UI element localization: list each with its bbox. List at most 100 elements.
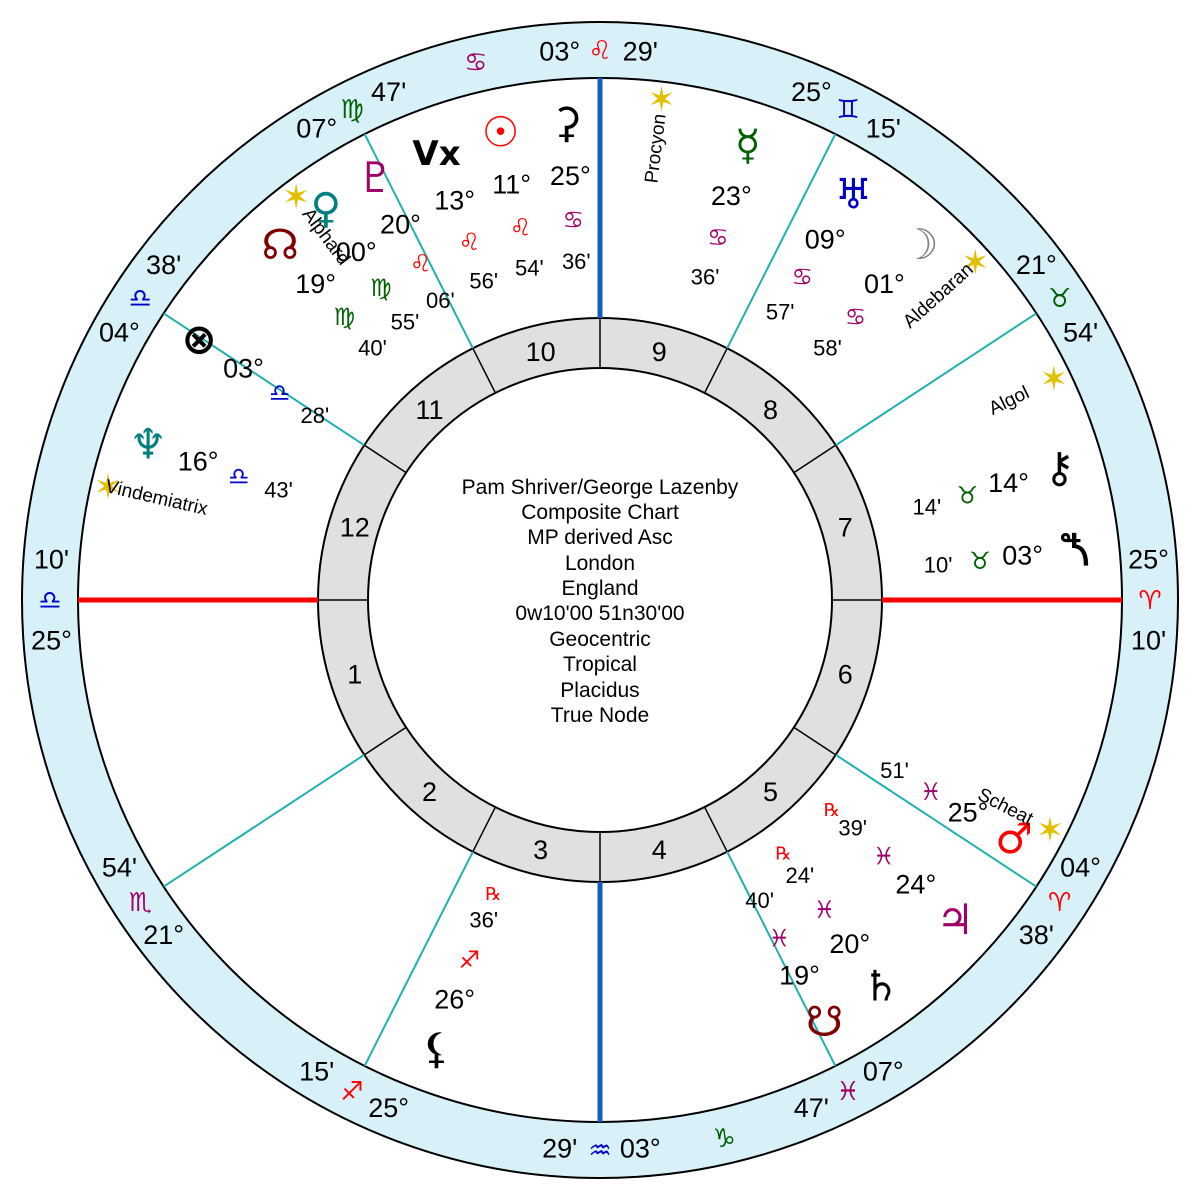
south-node-degree: 19° (779, 960, 820, 990)
cusp-line-2 (163, 753, 365, 888)
moon-minutes: 58' (813, 335, 842, 360)
house-cusp-lines (163, 133, 1037, 1067)
mars-sign-icon: ♓ (920, 778, 942, 806)
jupiter-sign-icon: ♓ (873, 843, 895, 871)
saturn-degree: 20° (829, 929, 870, 959)
planet-north-node: ☊19° ♍40' (261, 220, 386, 361)
cusp-9-minutes: 15' (866, 114, 901, 144)
info-line-8: Tropical (563, 653, 637, 676)
jupiter-degree: 24° (895, 869, 936, 899)
cusp-5-minutes: 47' (794, 1093, 829, 1123)
house-number-5: 5 (763, 777, 778, 807)
chiron-like-point-degree: 25° (550, 161, 591, 191)
cusp-line-8 (835, 312, 1037, 447)
pluto-icon: ♇ (357, 153, 395, 202)
house-number-4: 4 (652, 835, 667, 865)
neptune-degree: 16° (178, 447, 219, 477)
moon-degree: 01° (864, 269, 905, 299)
cusp-9-degree: 25° (791, 77, 832, 107)
mercury-sign-icon: ♋ (707, 224, 729, 252)
cusp-12-degree: 04° (99, 318, 140, 348)
part-of-fortune-minutes: 28' (301, 403, 330, 428)
planet-black-moon-lilith: ⚸26°♐36'℞ (421, 884, 501, 1073)
jupiter-minutes: 39' (838, 816, 867, 841)
info-line-2: Composite Chart (521, 501, 679, 524)
ring-divider-9 (703, 347, 728, 394)
chiron-sign-icon: ♉ (956, 482, 978, 510)
mercury-minutes: 36' (691, 265, 720, 290)
venus-icon: ♀ (310, 183, 341, 232)
info-line-5: England (561, 577, 638, 600)
uranus-degree: 09° (805, 225, 846, 255)
cusp-11-minutes: 47' (371, 77, 406, 107)
house-number-3: 3 (533, 835, 548, 865)
jupiter-icon: ♃ (936, 895, 974, 944)
planet-mars: ♂25°♓51' (880, 758, 1033, 863)
north-node-icon: ☊ (261, 220, 298, 269)
mars-minutes: 51' (880, 758, 909, 783)
cusp-labels: 25°♎10'21°♏54'25°♐15'03°♒29'07°♓47'04°♈3… (31, 36, 1169, 1166)
star-icon: ✶ (282, 178, 311, 218)
planet-saturn: ♄20°♓24'℞ (775, 843, 899, 1010)
venus-minutes: 55' (391, 309, 420, 334)
planet-venus: ♀00°♍55' (310, 183, 419, 334)
saturn-icon: ♄ (862, 962, 900, 1011)
ring-divider-6 (793, 726, 837, 756)
north-node-sign-icon: ♍ (334, 303, 356, 331)
house-number-1: 1 (347, 659, 362, 689)
black-moon-lilith-retrograde-icon: ℞ (485, 884, 501, 905)
house-number-12: 12 (340, 513, 370, 543)
cusp-5-degree: 07° (863, 1056, 904, 1086)
star-icon: ✶ (1036, 810, 1065, 850)
cusp-line-6 (835, 753, 1037, 888)
ring-divider-8 (793, 444, 837, 474)
chart-axes (78, 78, 1122, 1122)
saturn-sign-icon: ♓ (814, 896, 836, 924)
part-of-fortune-sign-icon: ♎ (269, 379, 291, 407)
cusp-8-degree: 21° (1016, 250, 1057, 280)
cusp-8-minutes: 54' (1063, 318, 1098, 348)
ic-sign-icon: ♒ (588, 1136, 611, 1166)
house-number-9: 9 (652, 337, 667, 367)
cusp-11-sign-icon: ♍ (340, 95, 363, 125)
asc-sign-icon: ♎ (38, 586, 61, 616)
intercepted-cancer-sign-icon: ♋ (464, 48, 487, 78)
pluto-degree: 20° (380, 210, 421, 240)
north-node-minutes: 40' (358, 335, 387, 360)
sun-minutes: 54' (515, 255, 544, 280)
sun-sign-icon: ♌ (510, 213, 532, 241)
ring-divider-5 (703, 806, 728, 853)
planet-transpluto: ⯲03°♉10' (924, 525, 1090, 577)
cusp-2-sign-icon: ♏ (129, 888, 152, 918)
saturn-retrograde-icon: ℞ (775, 843, 791, 864)
house-number-10: 10 (526, 337, 556, 367)
north-node-degree: 19° (295, 269, 336, 299)
black-moon-lilith-icon: ⚸ (421, 1024, 452, 1073)
planet-uranus: ♅09°♋57' (766, 170, 872, 325)
desc-minutes: 10' (1131, 625, 1166, 655)
cusp-12-minutes: 38' (146, 250, 181, 280)
ic-degree: 03° (620, 1134, 661, 1164)
mc-minutes: 29' (623, 36, 658, 66)
cusp-line-5 (726, 851, 837, 1067)
info-line-9: Placidus (560, 679, 639, 702)
cusp-5-sign-icon: ♓ (836, 1077, 859, 1107)
planet-jupiter: ♃24°♓39'℞ (824, 800, 974, 944)
info-line-4: London (565, 552, 635, 575)
planet-part-of-fortune: ⊗03°♎28' (182, 315, 330, 428)
part-of-fortune-icon: ⊗ (182, 315, 217, 364)
asc-degree: 25° (31, 625, 72, 655)
chiron-degree: 14° (988, 468, 1029, 498)
south-node-minutes: 40' (745, 888, 774, 913)
jupiter-retrograde-icon: ℞ (824, 800, 840, 821)
cusp-2-minutes: 54' (102, 852, 137, 882)
vertex-sign-icon: ♌ (459, 228, 481, 256)
cusp-3-minutes: 15' (299, 1056, 334, 1086)
planet-mercury: ☿23°♋36' (691, 120, 761, 289)
house-number-2: 2 (422, 777, 437, 807)
ring-divider-2 (363, 726, 407, 756)
cusp-6-sign-icon: ♈ (1048, 888, 1071, 918)
moon-icon: ☽ (901, 220, 939, 269)
chiron-icon: ⚷ (1044, 443, 1075, 492)
